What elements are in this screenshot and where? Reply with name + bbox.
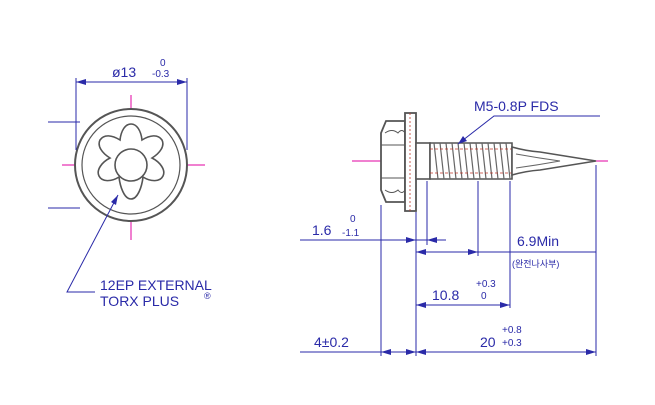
dia-arrow-right <box>177 79 187 85</box>
min-thread-value: 6.9Min <box>517 233 559 249</box>
thread-len-upper-tol: +0.3 <box>476 279 496 290</box>
hex-head-arc-bot <box>384 189 406 193</box>
drill-point <box>511 145 597 177</box>
washer-arrow-right <box>406 237 416 243</box>
diameter-dimension: ø13 0 -0.3 <box>75 58 188 150</box>
side-view <box>352 112 608 212</box>
total-upper-tol: +0.8 <box>502 325 522 336</box>
washer-nominal: 1.6 <box>312 222 332 238</box>
thread-callout: M5-0.8P FDS <box>457 98 600 145</box>
thread-len-arrow-right <box>500 302 510 308</box>
dia-lower-tol: -0.3 <box>152 69 170 80</box>
drive-leader <box>66 194 119 293</box>
head-arrow-right <box>406 349 416 355</box>
thread-length-dimension: 10.8 +0.3 0 <box>416 279 510 308</box>
drive-label-line1: 12EP EXTERNAL <box>100 277 212 293</box>
hex-head <box>380 120 406 203</box>
total-lower-tol: +0.3 <box>502 338 522 349</box>
min-thread-arrow-right <box>468 249 478 255</box>
drive-leader-arrow <box>111 195 118 205</box>
min-thread-arrow-left <box>416 249 426 255</box>
washer-face <box>404 112 417 212</box>
thread-len-lower-tol: 0 <box>481 291 487 302</box>
drive-callout: 12EP EXTERNAL TORX PLUS ® <box>66 194 212 309</box>
washer-upper-tol: 0 <box>350 214 356 225</box>
side-extension-lines <box>380 165 597 356</box>
head-arrow-left <box>381 349 391 355</box>
center-bore <box>114 148 148 182</box>
thread-len-arrow-left <box>416 302 426 308</box>
total-arrow-left <box>416 349 426 355</box>
total-arrow-right <box>586 349 596 355</box>
overall-dimensions: 4±0.2 20 +0.8 +0.3 <box>300 325 596 355</box>
screw-neck <box>415 142 431 180</box>
min-thread-dimension: 6.9Min (완전나사부) <box>416 233 596 269</box>
washer-lower-tol: -1.1 <box>342 228 360 239</box>
thread-spec: M5-0.8P FDS <box>474 98 559 114</box>
dia-upper-tol: 0 <box>160 58 166 69</box>
hex-head-arc-top <box>384 130 406 134</box>
thread-leader-arrow <box>458 136 467 144</box>
total-nominal: 20 <box>480 334 496 350</box>
drive-label-line2: TORX PLUS <box>100 293 179 309</box>
washer-arrow-left <box>427 237 437 243</box>
thread-leader <box>457 115 600 145</box>
washer-dimension: 1.6 0 -1.1 <box>300 214 446 243</box>
front-view <box>48 95 205 240</box>
dia-arrow-left <box>76 79 86 85</box>
min-thread-note: (완전나사부) <box>512 259 559 269</box>
drill-point-flute <box>515 153 561 169</box>
thread-len-nominal: 10.8 <box>432 287 459 303</box>
head-height: 4±0.2 <box>314 334 349 350</box>
dia-nominal: ø13 <box>112 64 136 80</box>
thread-pattern <box>433 142 511 180</box>
registered-mark: ® <box>204 291 211 301</box>
head-inner-circle <box>81 115 181 215</box>
